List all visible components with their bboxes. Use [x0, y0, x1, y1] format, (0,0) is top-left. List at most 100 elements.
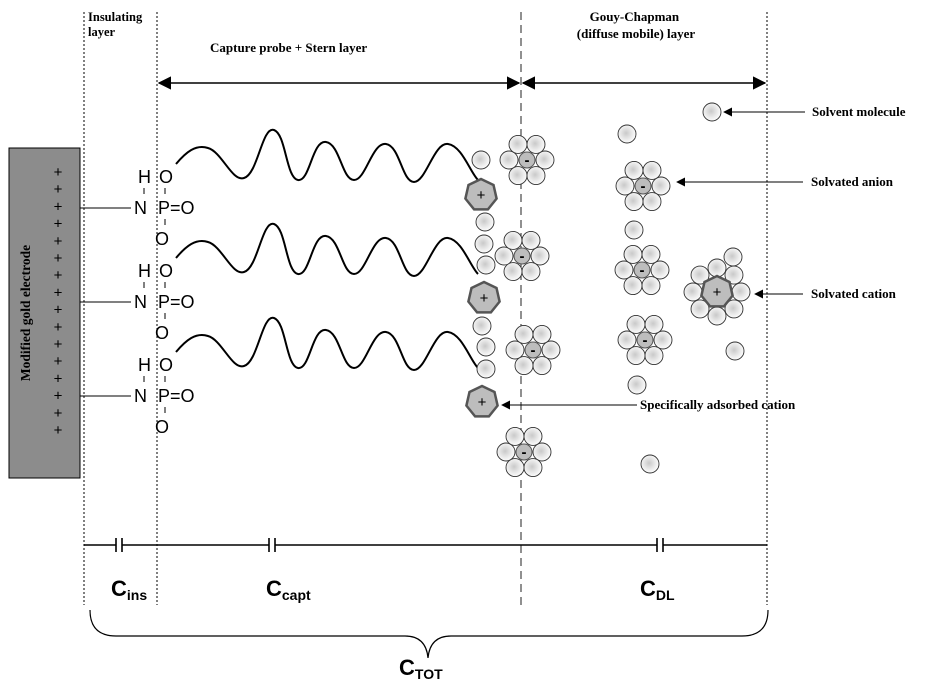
anion-body — [636, 331, 654, 349]
solvated-anion: - — [496, 426, 552, 478]
solvent-molecule — [526, 134, 546, 154]
electrode-charge: + — [54, 302, 63, 319]
annotation-solvated-anion: Solvated anion — [811, 174, 894, 189]
solvent-molecule — [471, 150, 491, 170]
solvent-molecule — [617, 124, 637, 144]
atom-o: O — [159, 355, 173, 375]
solvated-anion: - — [505, 324, 561, 376]
gold-electrode — [8, 147, 81, 479]
electrode-charge: + — [54, 319, 63, 336]
atom-p-o: P=O — [158, 386, 195, 406]
solvent-molecule — [494, 246, 514, 266]
solvent-molecule — [617, 330, 637, 350]
solvent-molecule — [532, 324, 552, 344]
anion-body — [515, 443, 533, 461]
solvent-molecule — [642, 192, 662, 212]
label-c-capt: Ccapt — [266, 576, 311, 603]
electrode-charge: + — [54, 336, 63, 353]
atom-h: H — [138, 167, 151, 187]
electrode-charge: + — [54, 267, 63, 284]
atom-o: O — [159, 261, 173, 281]
anion-body — [518, 151, 536, 169]
anion-body — [633, 261, 651, 279]
solvent-molecule — [626, 346, 646, 366]
label-c-dl: CDL — [640, 576, 675, 603]
region-label-insulating: Insulating layer — [88, 10, 145, 39]
solvated-anion: - — [615, 160, 671, 212]
electrode-charge: + — [54, 388, 63, 405]
solvent-molecule — [624, 192, 644, 212]
stern-layer: + + + — [464, 150, 501, 418]
solvent-molecule — [532, 356, 552, 376]
probe-chain — [175, 222, 479, 278]
cation-sign: + — [478, 394, 487, 411]
total-brace — [89, 609, 769, 659]
solvent-molecule — [535, 150, 555, 170]
cation-sign: + — [713, 284, 722, 301]
solvent-molecule — [644, 346, 664, 366]
solvent-molecule — [642, 160, 662, 180]
solvent-molecule — [683, 282, 703, 302]
solvent-molecule — [702, 102, 722, 122]
solvent-molecule — [508, 134, 528, 154]
label-c-tot: CTOT — [399, 655, 443, 682]
cation-sign: + — [480, 290, 489, 307]
solvent-molecule — [641, 244, 661, 264]
solvent-molecule — [476, 337, 496, 357]
solvent-molecule — [496, 442, 516, 462]
electrode-charge: + — [54, 284, 63, 301]
region-label-capture: Capture probe + Stern layer — [210, 40, 367, 55]
anion-sign: - — [531, 342, 536, 359]
cation-sign: + — [477, 187, 486, 204]
electrode-charges: ++++++++++++++++ — [54, 164, 63, 439]
electrode-charge: + — [54, 164, 63, 181]
anion-body — [524, 341, 542, 359]
region-label-gouy: Gouy-Chapman (diffuse mobile) layer — [577, 9, 696, 41]
solvent-molecule — [505, 340, 525, 360]
cation-body — [467, 280, 501, 314]
electrode-charge: + — [54, 216, 63, 233]
solvent-molecule — [623, 276, 643, 296]
solvent-molecule — [472, 316, 492, 336]
region-label-insulating-line1: Insulating — [88, 10, 143, 24]
solvent-molecule — [530, 246, 550, 266]
solvated-anion: - — [617, 314, 673, 366]
solvent-molecule — [499, 150, 519, 170]
solvent-molecule — [615, 176, 635, 196]
solvent-molecule — [707, 306, 727, 326]
anion-sign: - — [520, 248, 525, 265]
anion-sign: - — [640, 262, 645, 279]
solvent-molecule — [523, 426, 543, 446]
solvent-molecule — [650, 260, 670, 280]
atom-n: N — [134, 292, 147, 312]
solvent-molecule — [723, 247, 743, 267]
anion-sign: - — [525, 152, 530, 169]
solvent-molecule — [641, 276, 661, 296]
solvent-molecule — [614, 260, 634, 280]
solvent-molecule — [475, 212, 495, 232]
annotation-adsorbed-cation: Specifically adsorbed cation — [640, 397, 796, 412]
solvent-molecule — [725, 341, 745, 361]
solvent-molecule — [532, 442, 552, 462]
cation-body — [465, 384, 499, 418]
anion-body — [634, 177, 652, 195]
anion-sign: - — [643, 332, 648, 349]
solvent-molecule — [503, 262, 523, 282]
solvent-molecule — [521, 230, 541, 250]
solvent-molecule — [653, 330, 673, 350]
solvent-molecule — [651, 176, 671, 196]
specifically-adsorbed-cation: + — [464, 177, 498, 211]
annotation-solvated-cation: Solvated cation — [811, 286, 897, 301]
solvated-anion: - — [614, 244, 670, 296]
solvent-molecule — [521, 262, 541, 282]
solvent-molecule — [731, 282, 751, 302]
solvent-molecule — [626, 314, 646, 334]
cation-body — [700, 274, 734, 308]
solvent-molecule — [690, 299, 710, 319]
solvent-molecule — [523, 458, 543, 478]
solvent-molecule — [624, 160, 644, 180]
probe-chain — [175, 316, 479, 372]
